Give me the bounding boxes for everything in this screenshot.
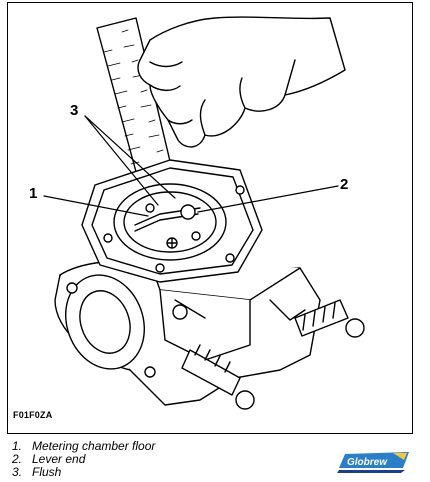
brand-logo: Globrew bbox=[337, 452, 409, 473]
steel-ruler bbox=[96, 17, 179, 206]
legend-item: 2. Lever end bbox=[12, 453, 155, 466]
carburetor-body bbox=[54, 259, 321, 406]
callout-2: 2 bbox=[340, 176, 349, 193]
legend-item: 3. Flush bbox=[12, 466, 155, 479]
svg-text:Globrew: Globrew bbox=[347, 457, 388, 468]
legend-item-number: 3. bbox=[12, 465, 23, 479]
legend-item-label: Metering chamber floor bbox=[32, 439, 156, 453]
figure-id-label: F01F0ZA bbox=[13, 410, 53, 420]
legend-item-label: Flush bbox=[32, 465, 62, 479]
hand bbox=[137, 16, 346, 148]
callout-3: 3 bbox=[70, 102, 79, 119]
metering-chamber bbox=[81, 159, 263, 283]
adjustment-screws bbox=[172, 299, 365, 410]
legend: 1. Metering chamber floor 2. Lever end 3… bbox=[12, 440, 155, 479]
callout-1: 1 bbox=[29, 185, 38, 202]
legend-item-label: Lever end bbox=[32, 452, 86, 466]
legend-item-number: 1. bbox=[12, 439, 23, 453]
legend-item-number: 2. bbox=[12, 452, 23, 466]
legend-item: 1. Metering chamber floor bbox=[12, 440, 155, 453]
callout-leaders bbox=[43, 115, 339, 217]
